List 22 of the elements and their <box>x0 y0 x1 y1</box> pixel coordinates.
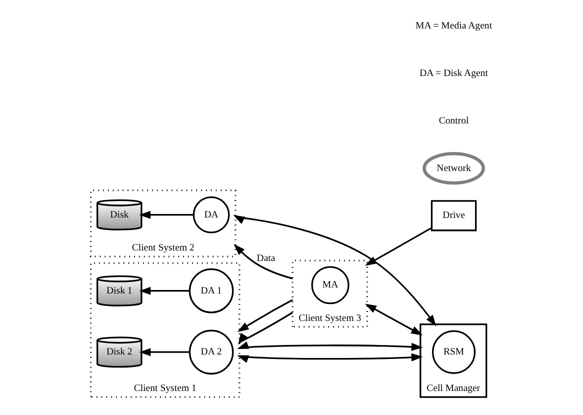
arrow <box>237 299 293 332</box>
arrow <box>237 353 423 363</box>
label: Control <box>438 115 469 126</box>
node-ellipse: Network <box>422 152 485 185</box>
arrow <box>233 215 436 326</box>
node-circle: MA <box>311 266 350 304</box>
arrow <box>139 348 190 356</box>
arrow <box>139 210 194 219</box>
label: DA = Disk Agent <box>420 68 488 80</box>
label: MA = Media Agent <box>416 20 492 32</box>
arrow <box>237 341 423 351</box>
arrow <box>139 286 190 295</box>
node-box: Drive <box>430 200 477 232</box>
node-circle: DA <box>192 196 230 234</box>
arrow <box>234 244 293 280</box>
arrow <box>365 227 432 266</box>
edge-label: Data <box>256 253 276 264</box>
node-circle: RSM <box>432 330 476 374</box>
node-circle: DA 2 <box>188 330 234 375</box>
arrow <box>365 304 423 336</box>
arrow <box>238 312 293 345</box>
node-circle: DA 1 <box>188 268 234 314</box>
